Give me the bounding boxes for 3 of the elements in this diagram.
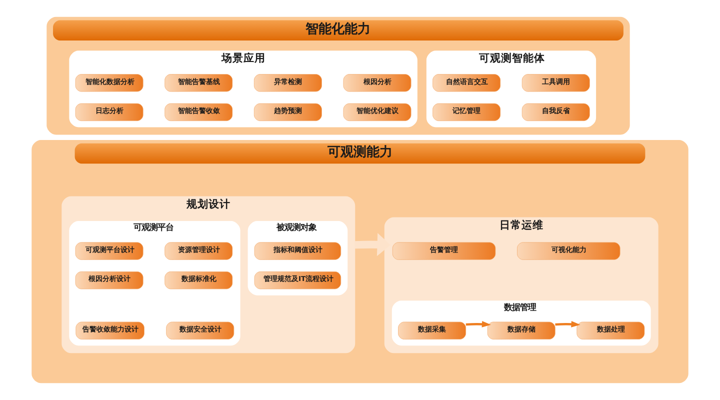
arrow (354, 233, 390, 256)
arrow (466, 321, 491, 328)
arrow (555, 321, 580, 328)
